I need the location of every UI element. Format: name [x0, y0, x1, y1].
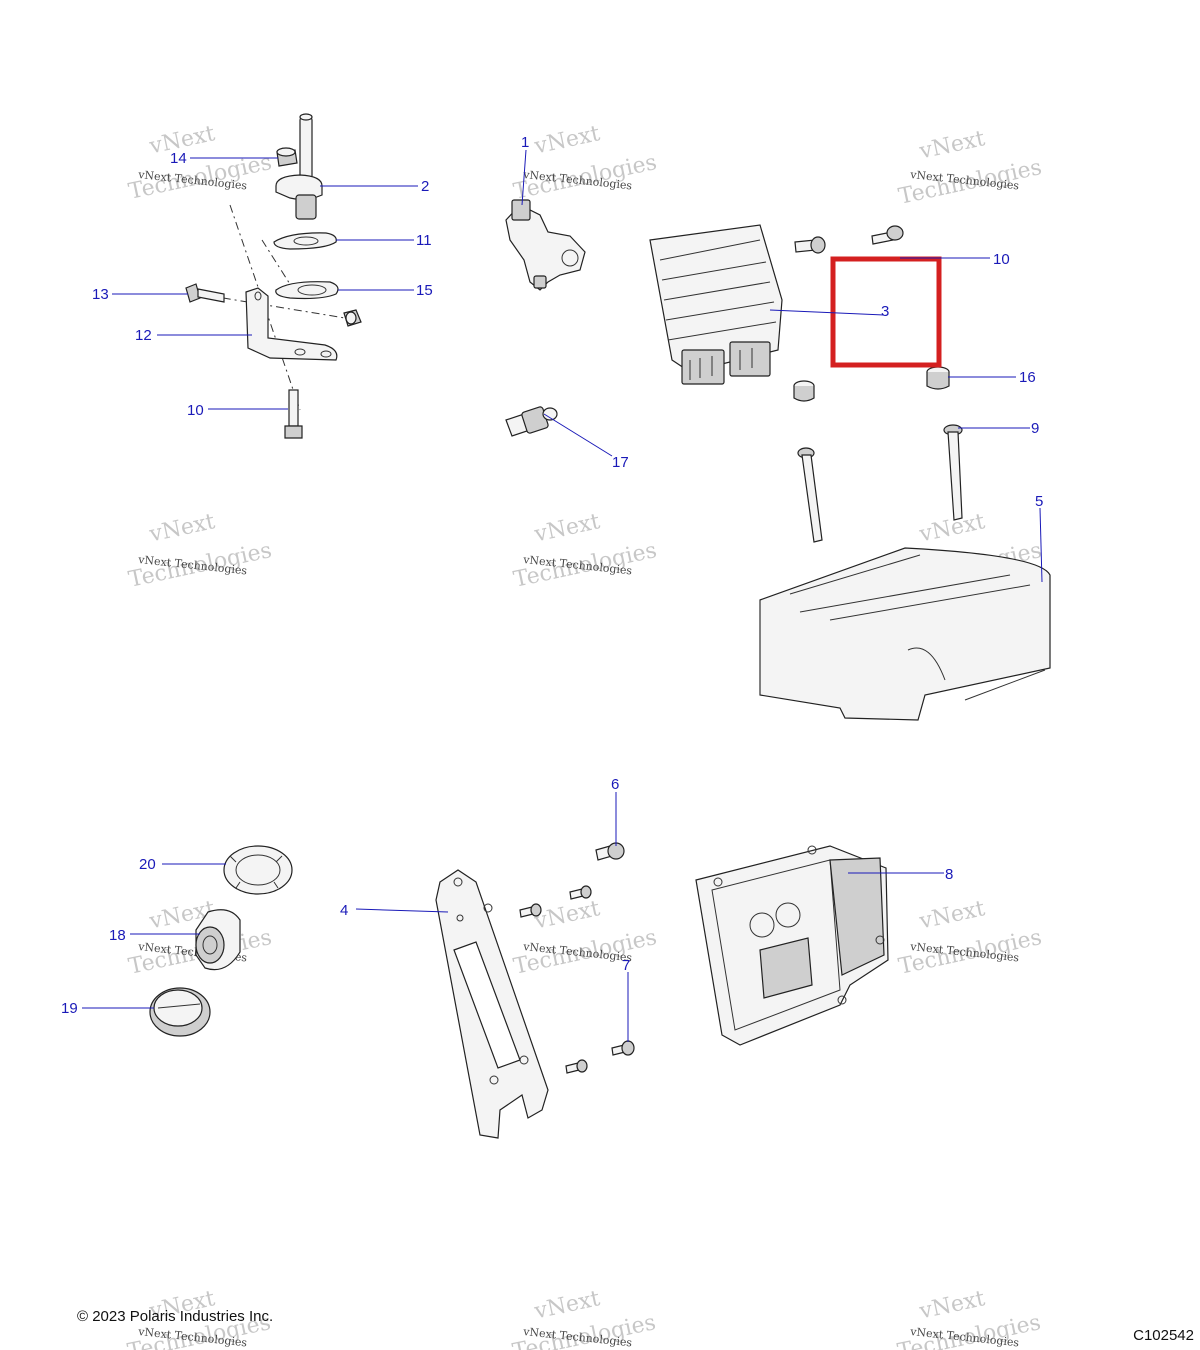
callout-8: 8 — [945, 866, 953, 883]
part-4-plate — [435, 869, 549, 1139]
part-6-screw — [595, 842, 625, 861]
watermark-mid-mid: vNext Technologies — [511, 509, 659, 593]
part-7-screw — [611, 1040, 635, 1056]
part-20-lock-ring — [223, 845, 293, 895]
callout-16: 16 — [1019, 369, 1036, 386]
assembly-axis-line — [204, 294, 346, 319]
grommet-left — [793, 380, 815, 402]
part-19-cap — [149, 987, 211, 1037]
callout-12: 12 — [135, 327, 152, 344]
svg-text:vNext: vNext — [916, 126, 987, 164]
part-14-cap-nut — [276, 147, 298, 167]
callout-10-right: 10 — [993, 251, 1010, 268]
part-8-ecu — [695, 845, 889, 1046]
part-16-grommet — [926, 366, 950, 390]
callout-9: 9 — [1031, 420, 1039, 437]
screw — [565, 1059, 588, 1074]
part-12-bracket — [245, 287, 338, 361]
callout-4: 4 — [340, 902, 348, 919]
callout-2: 2 — [421, 178, 429, 195]
regulator-bolt — [794, 236, 826, 254]
callout-17: 17 — [612, 454, 629, 471]
svg-text:vNext: vNext — [146, 509, 217, 547]
callout-5: 5 — [1035, 493, 1043, 510]
part-10-bolt-right — [871, 225, 904, 245]
part-13-bolt — [185, 283, 225, 303]
watermark-low-right: vNext Technologies — [896, 896, 1044, 980]
callout-6: 6 — [611, 776, 619, 793]
highlight-box — [830, 256, 942, 368]
long-bolt-left — [797, 447, 823, 543]
callout-3: 3 — [881, 303, 889, 320]
svg-text:vNext: vNext — [916, 896, 987, 934]
screw — [569, 885, 592, 900]
callout-1: 1 — [521, 134, 529, 151]
part-15-seal — [275, 281, 339, 300]
svg-text:vNext: vNext — [916, 1286, 987, 1324]
svg-text:vNext: vNext — [531, 896, 602, 934]
watermark-top-mid: vNext Technologies — [511, 121, 659, 205]
part-5-cover — [759, 547, 1051, 721]
callout-19: 19 — [61, 1000, 78, 1017]
part-9-long-bolt — [943, 424, 963, 521]
callout-11: 11 — [416, 232, 432, 249]
callout-7: 7 — [622, 957, 630, 974]
watermark-low-mid: vNext Technologies — [511, 896, 659, 980]
callout-14: 14 — [170, 150, 187, 167]
callout-18: 18 — [109, 927, 126, 944]
callout-13: 13 — [92, 286, 109, 303]
part-3-regulator — [649, 224, 783, 385]
svg-text:vNext: vNext — [531, 509, 602, 547]
part-10-bolt-left — [284, 389, 303, 439]
flange-nut — [343, 309, 362, 327]
figure-id: C102542 — [1133, 1327, 1194, 1344]
copyright-text: © 2023 Polaris Industries Inc. — [77, 1308, 274, 1325]
watermark-top-right: vNext Technologies — [896, 126, 1044, 210]
svg-text:vNext: vNext — [531, 121, 602, 159]
callout-15: 15 — [416, 282, 433, 299]
part-1-sensor-connector — [505, 199, 586, 291]
leader-lines — [82, 149, 1043, 1042]
part-17-switch — [505, 406, 558, 437]
part-18-socket — [195, 909, 241, 971]
callout-10-left: 10 — [187, 402, 204, 419]
part-11-gasket — [273, 232, 337, 250]
watermark-mid-left: vNext Technologies — [126, 509, 274, 593]
screw — [519, 903, 542, 918]
svg-text:vNext: vNext — [531, 1286, 602, 1324]
part-2-sensor — [275, 113, 323, 220]
callout-20: 20 — [139, 856, 156, 873]
svg-text:vNext: vNext — [916, 509, 987, 547]
